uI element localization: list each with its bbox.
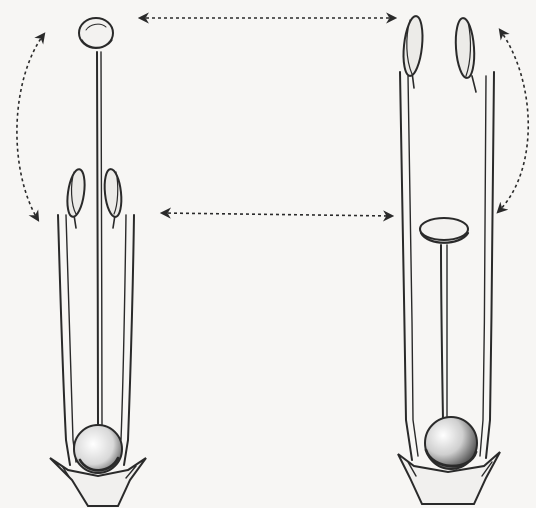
arrow-middle-horizontal — [162, 213, 392, 216]
arrow-left-curve — [17, 34, 44, 220]
ovary-left — [74, 425, 122, 473]
style-long — [97, 52, 98, 425]
corolla-tube-right-right-wall — [486, 72, 494, 458]
style-short — [441, 245, 443, 420]
corolla-tube-left-outer — [58, 215, 70, 465]
anther-right-2 — [454, 17, 476, 78]
flower-short-style — [398, 15, 500, 504]
anther-right-1 — [401, 15, 425, 77]
corolla-tube-right-left-wall — [400, 72, 412, 460]
arrow-right-curve — [498, 30, 528, 212]
stigma-right — [420, 218, 468, 240]
anther-left-2 — [103, 168, 124, 217]
flower-long-style — [50, 18, 146, 506]
anther-left-1 — [65, 168, 88, 218]
